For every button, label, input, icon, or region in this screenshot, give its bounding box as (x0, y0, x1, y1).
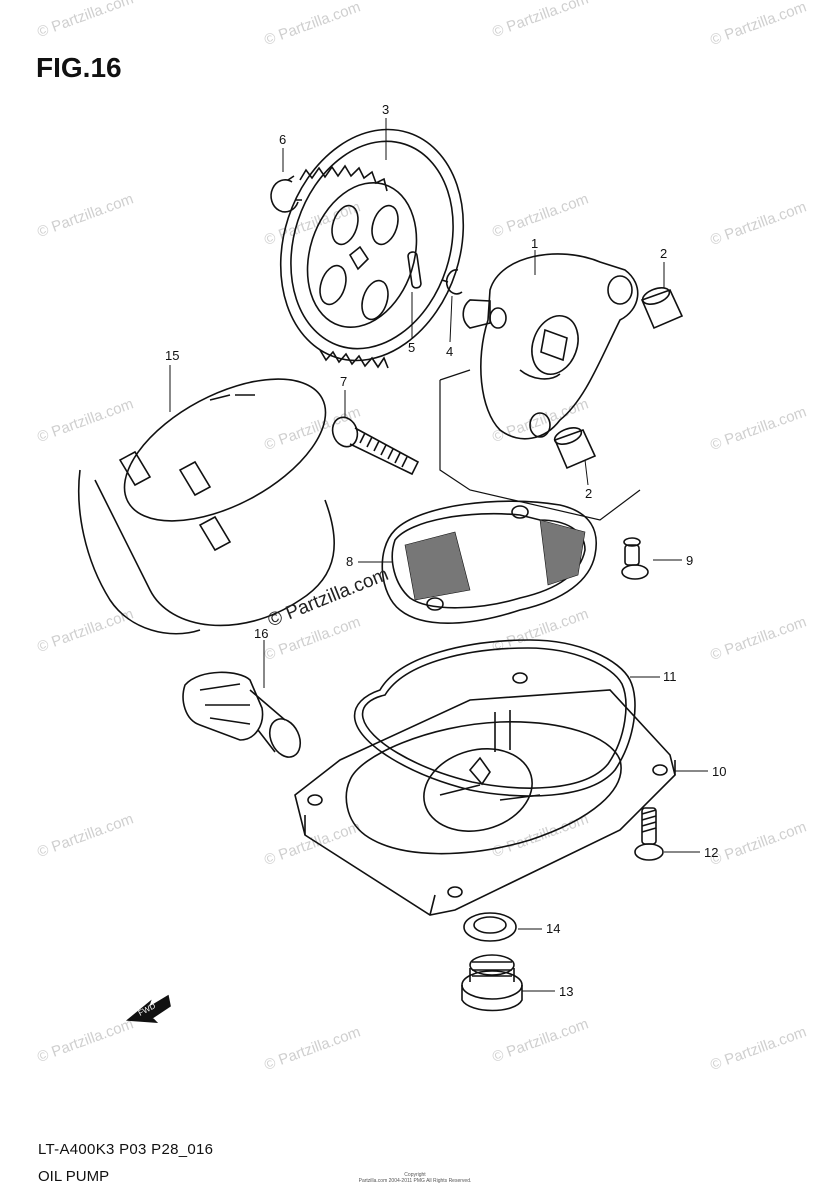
callout-11: 11 (663, 669, 677, 684)
figure-title: FIG.16 (36, 52, 122, 83)
callout-16: 16 (254, 626, 268, 641)
callout-labels: 3 6 1 2 5 4 7 2 15 8 9 16 11 10 12 14 13… (137, 102, 727, 1018)
callout-7: 7 (340, 374, 347, 389)
callout-6: 6 (279, 132, 286, 147)
callout-4: 4 (446, 344, 453, 359)
strainer-mesh (404, 519, 586, 601)
front-direction-arrow (125, 994, 171, 1023)
callout-10: 10 (712, 764, 726, 779)
callout-12: 12 (704, 845, 718, 860)
oil-pan[interactable] (294, 672, 676, 916)
circlip[interactable] (270, 175, 302, 213)
callout-3: 3 (382, 102, 389, 117)
drain-plug[interactable] (461, 954, 523, 1012)
strainer-screw[interactable] (621, 537, 649, 580)
dowel-pin-lower[interactable] (552, 425, 597, 470)
pan-bolt[interactable] (634, 807, 664, 861)
callout-2b: 2 (585, 486, 592, 501)
drain-gasket[interactable] (463, 912, 517, 942)
callout-2a: 2 (660, 246, 667, 261)
driven-gear[interactable] (252, 106, 492, 385)
callout-1: 1 (531, 236, 538, 251)
callout-14: 14 (546, 921, 560, 936)
copyright-line-1: Copyright (404, 1172, 426, 1178)
model-code: LT-A400K3 P03 P28_016 (38, 1141, 214, 1158)
o-ring[interactable] (353, 639, 636, 797)
oil-filter[interactable] (77, 350, 348, 635)
pin[interactable] (407, 251, 422, 289)
oil-pressure-switch[interactable] (182, 671, 306, 762)
callout-15: 15 (165, 348, 179, 363)
washer[interactable] (441, 269, 463, 295)
dowel-pin-upper[interactable] (640, 285, 684, 330)
callout-13: 13 (559, 984, 573, 999)
pump-bolt[interactable] (329, 414, 420, 476)
diagram-name: OIL PUMP (38, 1168, 110, 1185)
oil-pump-body[interactable] (462, 253, 639, 440)
callout-9: 9 (686, 553, 693, 568)
callout-8: 8 (346, 554, 353, 569)
callout-5: 5 (408, 340, 415, 355)
leader-lines (169, 118, 708, 992)
copyright-line-2: Partzilla.com 2004-2011 PMG All Rights R… (358, 1178, 472, 1184)
copyright-notice: Copyright Partzilla.com 2004-2011 PMG Al… (330, 1172, 500, 1184)
